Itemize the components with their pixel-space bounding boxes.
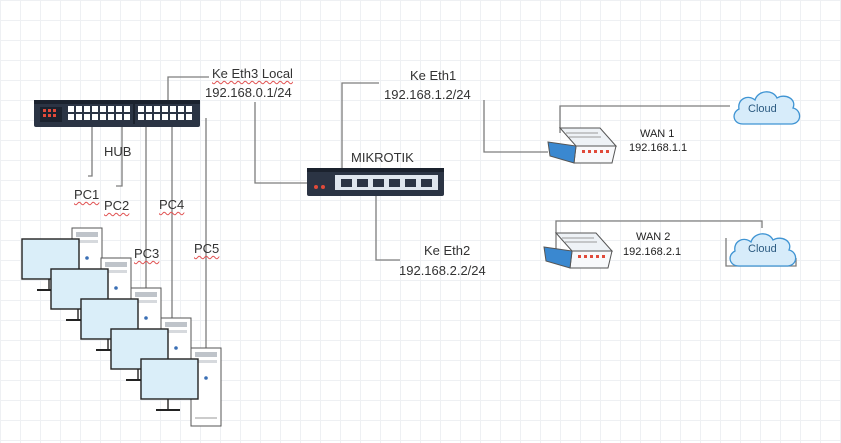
pc5-label: PC5 (194, 241, 220, 256)
pc1-label: PC1 (74, 187, 100, 202)
mikrotik-router-icon (307, 168, 444, 196)
hub-icon (34, 100, 200, 127)
modem-icon (543, 232, 614, 269)
cloud-label: Cloud (748, 103, 777, 115)
pc-icon (140, 347, 222, 427)
wan2-ip: 192.168.2.1 (623, 246, 682, 258)
eth2-link-name: Ke Eth2 (424, 243, 471, 258)
modem-icon (547, 127, 618, 164)
wan1-ip: 192.168.1.1 (629, 142, 688, 154)
eth3-link-name: Ke Eth3 Local (212, 66, 293, 81)
mikrotik-label: MIKROTIK (351, 150, 414, 165)
pc4-label: PC4 (159, 197, 185, 212)
wan1-name: WAN 1 (640, 128, 675, 140)
eth1-ip: 192.168.1.2/24 (384, 87, 471, 102)
eth3-ip: 192.168.0.1/24 (205, 85, 292, 100)
pc2-label: PC2 (104, 198, 130, 213)
hub-label: HUB (104, 144, 132, 159)
pc3-label: PC3 (134, 246, 160, 261)
eth1-link-name: Ke Eth1 (410, 68, 457, 83)
eth2-ip: 192.168.2.2/24 (399, 263, 486, 278)
cloud-label: Cloud (748, 243, 777, 255)
wan2-name: WAN 2 (636, 231, 671, 243)
